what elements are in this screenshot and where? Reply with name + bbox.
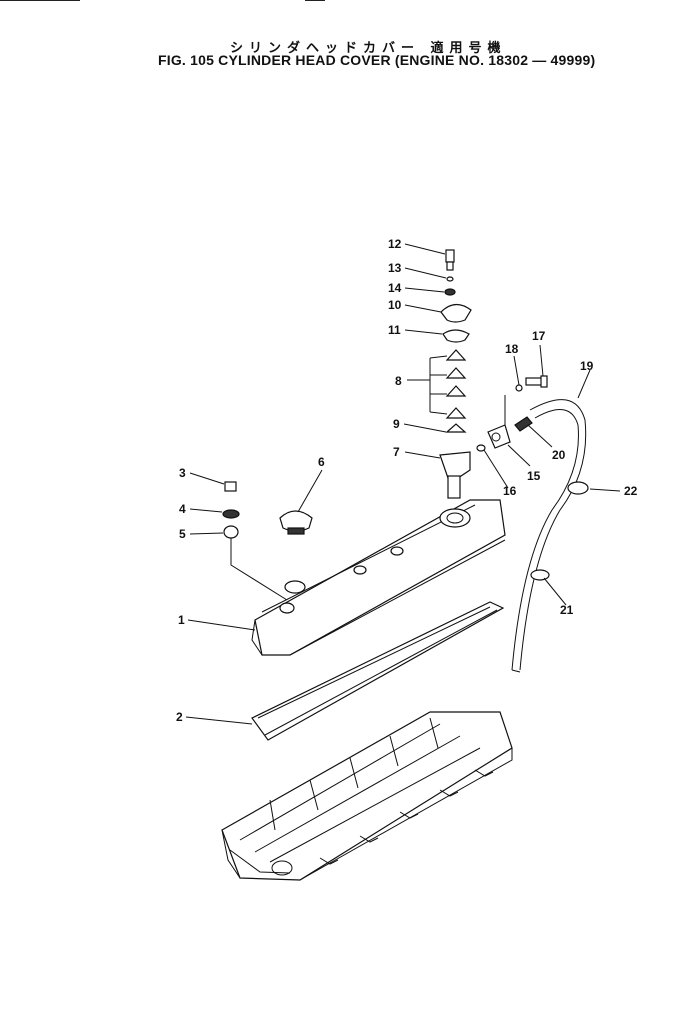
- callout-21: 21: [560, 603, 574, 617]
- callout-19: 19: [580, 359, 594, 373]
- callout-14: 14: [388, 281, 402, 295]
- callout-8: 8: [395, 374, 402, 388]
- breather-tube-drawing: [511, 399, 589, 673]
- title-japanese: シリンダヘッドカバー 適用号機: [230, 41, 507, 56]
- figure-title: FIG. 105 CYLINDER HEAD COVER (ENGINE NO.…: [158, 52, 596, 68]
- callout-6: 6: [318, 455, 325, 469]
- head-cover-drawing: [251, 499, 506, 656]
- gasket-drawing: [251, 601, 505, 741]
- callout-1: 1: [178, 613, 185, 627]
- callout-12: 12: [388, 237, 402, 251]
- washer-drawing: [222, 509, 240, 519]
- callout-10: 10: [388, 298, 402, 312]
- callout-20: 20: [552, 448, 566, 462]
- leader-lines: [185, 243, 621, 725]
- oil-filler-cap-drawing: [279, 510, 313, 535]
- callout-2: 2: [176, 710, 183, 724]
- callout-5: 5: [179, 527, 186, 541]
- plug-drawing: [224, 481, 237, 492]
- callout-4: 4: [179, 502, 186, 516]
- callout-16: 16: [503, 484, 517, 498]
- callout-18: 18: [505, 342, 519, 356]
- cylinder-head-drawing: [221, 711, 513, 881]
- callout-11: 11: [388, 323, 401, 337]
- elbow-fitting-drawing: [476, 375, 548, 452]
- callout-9: 9: [393, 417, 400, 431]
- callout-15: 15: [527, 469, 541, 483]
- callout-17: 17: [532, 329, 546, 343]
- top-rule-left: [0, 0, 80, 1]
- breather-stack-drawing: [439, 249, 472, 499]
- callout-13: 13: [388, 261, 402, 275]
- callout-7: 7: [393, 445, 400, 459]
- callout-3: 3: [179, 466, 186, 480]
- top-rule-mid: [305, 0, 325, 1]
- callout-22: 22: [624, 484, 638, 498]
- bushing-drawing: [223, 525, 239, 539]
